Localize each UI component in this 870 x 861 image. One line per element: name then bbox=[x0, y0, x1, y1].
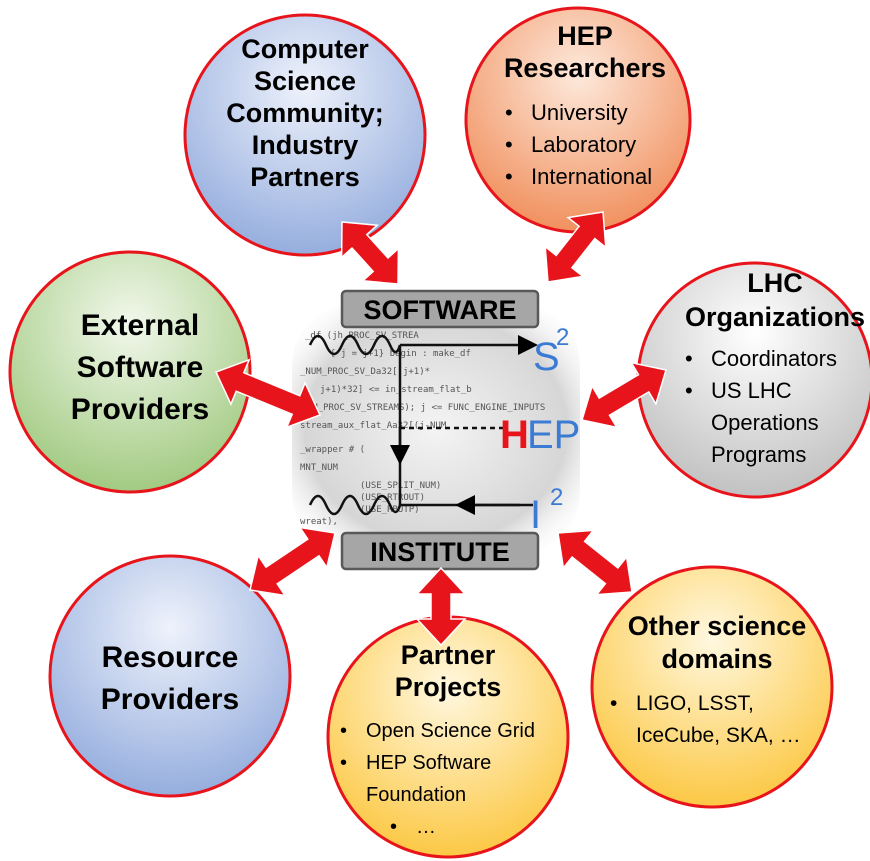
bullet-dot: • bbox=[340, 720, 347, 742]
institute-label: INSTITUTE bbox=[370, 537, 510, 567]
node-res-title-line: Providers bbox=[101, 683, 239, 716]
arrow-res bbox=[249, 526, 336, 597]
arrow-hep bbox=[544, 211, 607, 283]
node-lhc: LHC Organizations • Coordinators • US LHC Oper… bbox=[685, 268, 865, 467]
bullet-dot: • bbox=[340, 752, 347, 774]
node-cs-circle bbox=[183, 13, 427, 257]
node-hep-title-line: HEP bbox=[557, 21, 613, 51]
node-partner-bullet: Open Science Grid bbox=[366, 720, 535, 742]
bullet-dot: • bbox=[685, 378, 693, 403]
node-cs-title-line: Community; bbox=[226, 98, 384, 128]
center-logo: _df (jh_PROC_SV_STREA{ j = j+1} begin : … bbox=[292, 289, 580, 571]
node-cs-title-line: Industry bbox=[252, 130, 359, 160]
code-line: _wrapper # ( bbox=[300, 445, 365, 455]
software-label: SOFTWARE bbox=[364, 295, 517, 325]
logo-ep: EP bbox=[527, 413, 580, 457]
code-line: _NUM_PROC_SV_Da32[(j+1)* bbox=[300, 367, 430, 377]
node-lhc-title-line: LHC bbox=[747, 268, 803, 298]
node-lhc-bullet: Operations bbox=[711, 410, 819, 435]
code-line: stream_aux_flat_Aa32[(j-NUM bbox=[300, 421, 447, 431]
node-hep-title-line: Researchers bbox=[504, 53, 666, 83]
logo-i: I bbox=[530, 493, 541, 537]
node-hep-bullet: Laboratory bbox=[531, 132, 636, 157]
bullet-dot: • bbox=[505, 164, 513, 189]
node-ext-title-line: Software bbox=[77, 351, 204, 384]
node-cs-title-line: Computer bbox=[241, 34, 369, 64]
software-label-box bbox=[340, 289, 540, 329]
arrow-lhc bbox=[581, 361, 667, 429]
code-line: (USE_RTROUT) bbox=[360, 493, 425, 503]
arrow-other bbox=[557, 529, 633, 596]
node-other-bullet: IceCube, SKA, … bbox=[636, 724, 801, 747]
code-line: wreat), bbox=[300, 517, 338, 527]
bullet-dot: • bbox=[685, 346, 693, 371]
node-ext-circle bbox=[8, 250, 252, 494]
node-lhc-title-line: Organizations bbox=[685, 302, 865, 332]
logo-i-sup: 2 bbox=[550, 484, 563, 511]
node-texts: ComputerScienceCommunity;IndustryPartner… bbox=[71, 21, 865, 838]
node-res-circle bbox=[48, 554, 292, 798]
code-line: j+1)*32] <= in_stream_flat_b bbox=[320, 385, 472, 395]
bullet-dot: • bbox=[610, 692, 617, 715]
node-lhc-bullet: Programs bbox=[711, 442, 806, 467]
bullet-dot: • bbox=[505, 132, 513, 157]
node-other-bullet: LIGO, LSST, bbox=[636, 692, 754, 715]
node-cs-title-line: Partners bbox=[250, 162, 360, 192]
code-line: MNT_NUM bbox=[300, 463, 339, 473]
node-ext-title-line: Providers bbox=[71, 393, 209, 426]
arrows bbox=[214, 211, 667, 647]
code-line: _NUM_PROC_SV_STREAMS); j <= FUNC_ENGINE_… bbox=[296, 403, 545, 413]
node-cs: ComputerScienceCommunity;IndustryPartner… bbox=[226, 34, 384, 192]
code-line: (USE_RBUTP) bbox=[360, 505, 420, 515]
code-line: _df (jh_PROC_SV_STREA bbox=[305, 331, 419, 341]
node-res-title-line: Resource bbox=[102, 641, 239, 674]
node-partner-bullet: HEP Software bbox=[366, 752, 491, 774]
node-lhc-bullet: Coordinators bbox=[711, 346, 837, 371]
node-ext-title-line: External bbox=[81, 309, 199, 342]
bullet-dot: • bbox=[505, 100, 513, 125]
feynman-lines bbox=[308, 334, 538, 516]
bullet-dot: • bbox=[390, 816, 397, 838]
node-hep-bullet: International bbox=[531, 164, 652, 189]
node-other-title-line: domains bbox=[661, 644, 772, 674]
node-other-circle bbox=[590, 565, 834, 809]
node-hep-bullet: University bbox=[531, 100, 628, 125]
node-partner-title-line: Projects bbox=[395, 672, 502, 702]
node-partner-bullet: Foundation bbox=[366, 784, 466, 806]
arrow-partner bbox=[415, 566, 467, 647]
logo-s-sup: 2 bbox=[556, 324, 569, 351]
node-partner-title-line: Partner bbox=[401, 640, 496, 670]
arrow-ext bbox=[214, 358, 322, 429]
logo-h: H bbox=[500, 413, 529, 457]
logo-s: S bbox=[533, 335, 560, 379]
node-cs-title-line: Science bbox=[254, 66, 356, 96]
node-other-title-line: Other science bbox=[628, 611, 807, 641]
node-partner-bullet: … bbox=[416, 816, 436, 838]
arrow-cs bbox=[340, 221, 400, 285]
node-lhc-bullet: US LHC bbox=[711, 378, 792, 403]
